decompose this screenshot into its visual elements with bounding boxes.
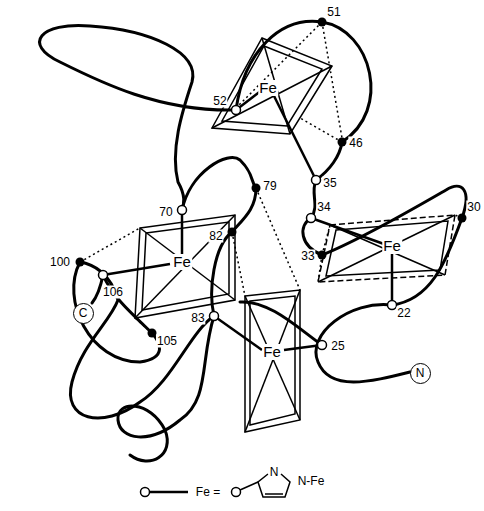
- residue-number: 30: [466, 201, 481, 214]
- residue-number: 82: [208, 230, 223, 243]
- terminus-label: N: [416, 367, 425, 380]
- terminus-circle: C: [73, 303, 94, 324]
- residue-number: 70: [158, 206, 173, 219]
- residue-number: 83: [190, 312, 205, 325]
- residue-number: 105: [156, 335, 178, 348]
- residue-number: 52: [212, 95, 227, 108]
- legend-text: Fe =: [195, 486, 221, 499]
- atom-label: N: [269, 466, 280, 479]
- residue-number: 34: [316, 201, 331, 214]
- residue-number: 25: [330, 340, 345, 353]
- residue-number: 35: [322, 177, 337, 190]
- peptide-chain: [40, 21, 466, 461]
- histidine-ligand: [103, 90, 392, 350]
- residue-number: 51: [326, 6, 341, 19]
- cysteine-link: [80, 22, 462, 333]
- residue-number: 100: [49, 256, 71, 269]
- iron-label: Fe: [258, 80, 278, 96]
- terminus-label: C: [79, 307, 88, 320]
- residue-number: 33: [300, 250, 315, 263]
- legend-text: N-Fe: [297, 475, 326, 488]
- histidine-dot: [99, 106, 397, 350]
- iron-label: Fe: [172, 254, 192, 270]
- residue-number: 79: [262, 180, 277, 193]
- iron-label: Fe: [262, 344, 282, 360]
- terminus-circle: N: [410, 363, 431, 384]
- heme-plane: [135, 38, 455, 432]
- cysteine-dot: [76, 18, 467, 338]
- residue-number: 106: [102, 286, 124, 299]
- iron-label: Fe: [382, 238, 402, 254]
- residue-number: 22: [396, 307, 411, 320]
- residue-number: 46: [348, 137, 363, 150]
